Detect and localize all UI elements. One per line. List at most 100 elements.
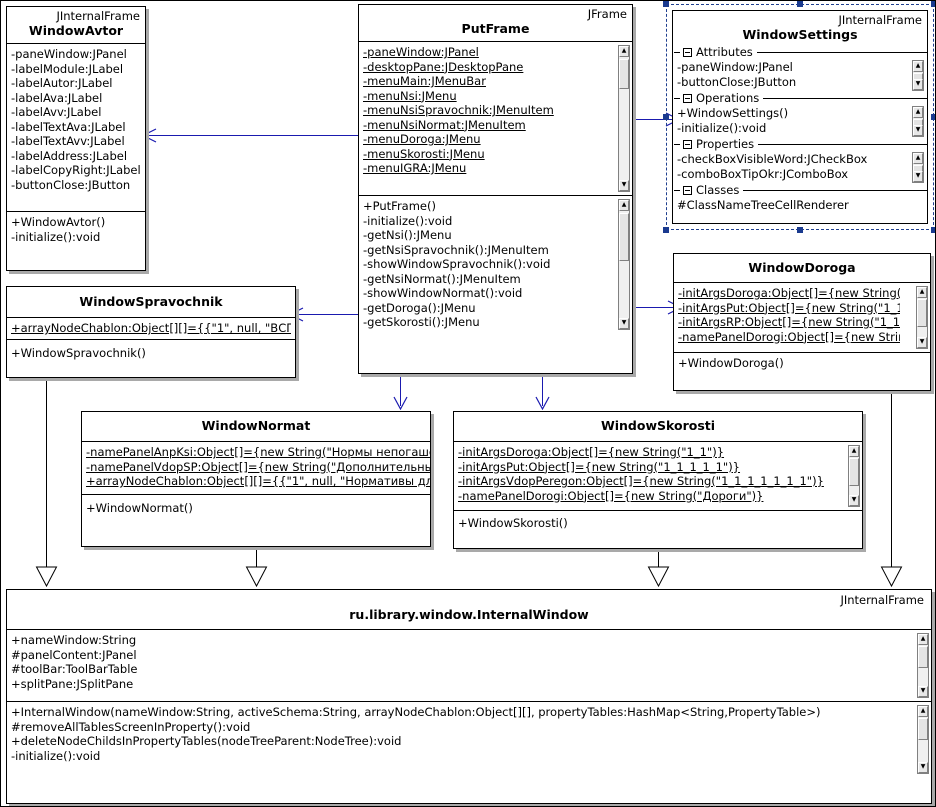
attribute-row: -menuIGRA:JMenu xyxy=(363,161,467,175)
selection-handle-nw[interactable] xyxy=(663,1,669,7)
group-header-classes[interactable]: Classes xyxy=(673,183,927,198)
group-label: Properties xyxy=(696,137,755,151)
windowdoroga-attributes: -initArgsDoroga:Object[]={new String("1_… xyxy=(674,283,930,353)
scroll-up-arrow-icon[interactable]: ▲ xyxy=(913,153,923,164)
operation-row: +deleteNodeChildsInPropertyTables(nodeTr… xyxy=(11,734,402,748)
collapse-minus-icon[interactable] xyxy=(683,94,692,103)
selection-handle-n[interactable] xyxy=(797,1,803,7)
attributes-scrollbar[interactable]: ▲ ▼ xyxy=(916,286,928,349)
operations-scrollbar[interactable]: ▲ ▼ xyxy=(917,705,929,774)
attributes-scrollbar[interactable]: ▲ ▼ xyxy=(917,633,929,698)
scroll-up-arrow-icon[interactable]: ▲ xyxy=(913,107,923,118)
putframe-header: JFrame PutFrame xyxy=(359,5,632,42)
windowavtor-stereotype: JInternalFrame xyxy=(56,9,140,23)
scroll-down-arrow-icon[interactable]: ▼ xyxy=(918,686,928,697)
scroll-up-arrow-icon[interactable]: ▲ xyxy=(849,446,859,457)
attribute-row: -paneWindow:JPanel xyxy=(677,60,793,74)
internalwindow-name: ru.library.window.InternalWindow xyxy=(349,607,589,622)
windowavtor-header: JInternalFrame WindowAvtor xyxy=(7,7,145,44)
operation-row: +InternalWindow(nameWindow:String, activ… xyxy=(11,705,821,719)
operation-row: +WindowSettings() xyxy=(677,106,789,120)
operations-scrollbar[interactable]: ▲ ▼ xyxy=(912,106,924,137)
operation-row: -showWindowSpravochnik():void xyxy=(363,257,551,271)
properties-scrollbar[interactable]: ▲ ▼ xyxy=(912,152,924,183)
class-box-windowdoroga[interactable]: WindowDoroga -initArgsDoroga:Object[]={n… xyxy=(673,253,931,391)
generalization-arrow-windowspravochnik xyxy=(35,566,58,588)
windowavtor-attributes: -paneWindow:JPanel -labelModule:JLabel -… xyxy=(7,44,145,212)
group-header-operations[interactable]: Operations xyxy=(673,91,927,106)
collapse-minus-icon[interactable] xyxy=(683,140,692,149)
selection-handle-w[interactable] xyxy=(663,114,669,120)
attribute-row: -initArgsDoroga:Object[]={new String("1_… xyxy=(458,445,725,459)
attribute-row: -labelAvv:JLabel xyxy=(11,105,102,119)
class-box-windowsettings[interactable]: JInternalFrame WindowSettings Attributes… xyxy=(672,10,928,224)
scroll-down-arrow-icon[interactable]: ▼ xyxy=(917,337,927,348)
attribute-row: -paneWindow:JPanel xyxy=(363,45,479,59)
scroll-down-arrow-icon[interactable]: ▼ xyxy=(913,125,923,136)
attribute-row: -labelAutor:JLabel xyxy=(11,76,113,90)
group-label: Operations xyxy=(696,91,760,105)
scroll-down-arrow-icon[interactable]: ▼ xyxy=(619,180,629,191)
selection-handle-ne[interactable] xyxy=(931,1,935,7)
scroll-up-arrow-icon[interactable]: ▲ xyxy=(619,200,629,211)
selection-handle-e[interactable] xyxy=(931,114,935,120)
collapse-minus-icon[interactable] xyxy=(683,48,692,57)
attribute-row: -buttonClose:JButton xyxy=(677,74,797,89)
attributes-scrollbar[interactable]: ▲ ▼ xyxy=(848,445,860,507)
scroll-up-arrow-icon[interactable]: ▲ xyxy=(913,61,923,72)
group-header-properties[interactable]: Properties xyxy=(673,137,927,152)
selection-handle-sw[interactable] xyxy=(663,227,669,233)
scrollbar-thumb[interactable] xyxy=(619,59,629,89)
attribute-row: -labelTextAva:JLabel xyxy=(11,119,126,134)
scroll-down-arrow-icon[interactable]: ▼ xyxy=(918,762,928,773)
class-box-internalwindow[interactable]: JInternalFrame ru.library.window.Interna… xyxy=(6,589,932,804)
operation-row: -getSkorosti():JMenu xyxy=(363,315,480,329)
attributes-scrollbar[interactable]: ▲ ▼ xyxy=(618,45,630,192)
selection-handle-se[interactable] xyxy=(931,227,935,233)
attribute-row: -menuNsiNormat:JMenuItem xyxy=(363,117,526,132)
scrollbar-thumb[interactable] xyxy=(918,646,928,668)
attribute-row: -namePanelAnpKsi:Object[]={new String("Н… xyxy=(86,445,430,459)
attribute-row: -buttonClose:JButton xyxy=(11,177,131,192)
class-box-putframe[interactable]: JFrame PutFrame -paneWindow:JPanel -desk… xyxy=(358,4,633,374)
windowsettings-properties: -checkBoxVisibleWord:JCheckBox -comboBox… xyxy=(673,152,927,183)
scrollbar-thumb[interactable] xyxy=(619,213,629,261)
class-box-windowskorosti[interactable]: WindowSkorosti -initArgsDoroga:Object[]=… xyxy=(453,411,863,549)
scroll-down-arrow-icon[interactable]: ▼ xyxy=(913,79,923,90)
operation-row: -getNsi():JMenu xyxy=(363,228,452,242)
attributes-scrollbar[interactable]: ▲ ▼ xyxy=(912,60,924,91)
windowspravochnik-name: WindowSpravochnik xyxy=(79,294,223,309)
windowavtor-name: WindowAvtor xyxy=(28,23,124,38)
scrollbar-thumb[interactable] xyxy=(918,718,928,740)
attribute-row: #panelContent:JPanel xyxy=(11,647,137,662)
windowsettings-stereotype: JInternalFrame xyxy=(838,13,922,27)
selection-handle-s[interactable] xyxy=(797,227,803,233)
attribute-row: -labelAva:JLabel xyxy=(11,90,103,105)
class-box-windowspravochnik[interactable]: WindowSpravochnik +arrayNodeChablon:Obje… xyxy=(6,286,296,378)
scroll-up-arrow-icon[interactable]: ▲ xyxy=(918,706,928,717)
group-dash xyxy=(674,52,680,53)
scroll-down-arrow-icon[interactable]: ▼ xyxy=(849,495,859,506)
arrowhead-windowskorosti xyxy=(535,396,550,410)
class-box-windowavtor[interactable]: JInternalFrame WindowAvtor -paneWindow:J… xyxy=(6,6,146,271)
scroll-down-arrow-icon[interactable]: ▼ xyxy=(619,317,629,329)
attribute-row: -initArgsVdopPeregon:Object[]={new Strin… xyxy=(458,474,824,488)
group-header-attributes[interactable]: Attributes xyxy=(673,45,927,60)
internalwindow-attributes: +nameWindow:String #panelContent:JPanel … xyxy=(7,630,931,702)
collapse-minus-icon[interactable] xyxy=(683,186,692,195)
generalization-line-windowspravochnik xyxy=(46,379,47,569)
class-box-windownormat[interactable]: WindowNormat -namePanelAnpKsi:Object[]={… xyxy=(81,411,431,547)
scroll-up-arrow-icon[interactable]: ▲ xyxy=(918,634,928,645)
scroll-down-arrow-icon[interactable]: ▼ xyxy=(913,171,923,182)
putframe-attributes: -paneWindow:JPanel -desktopPane:JDesktop… xyxy=(359,42,632,196)
operation-row: +WindowNormat() xyxy=(86,501,193,515)
operations-scrollbar[interactable]: ▲ ▼ xyxy=(618,199,630,330)
attribute-row: -menuNsiSpravochnik:JMenuItem xyxy=(363,103,554,117)
windowdoroga-header: WindowDoroga xyxy=(674,254,930,283)
scroll-up-arrow-icon[interactable]: ▲ xyxy=(917,287,927,298)
scrollbar-thumb[interactable] xyxy=(849,458,859,486)
attribute-row: -labelModule:JLabel xyxy=(11,61,124,76)
generalization-line-windowdoroga xyxy=(891,393,892,569)
scroll-up-arrow-icon[interactable]: ▲ xyxy=(619,46,629,57)
scrollbar-thumb[interactable] xyxy=(917,299,927,327)
